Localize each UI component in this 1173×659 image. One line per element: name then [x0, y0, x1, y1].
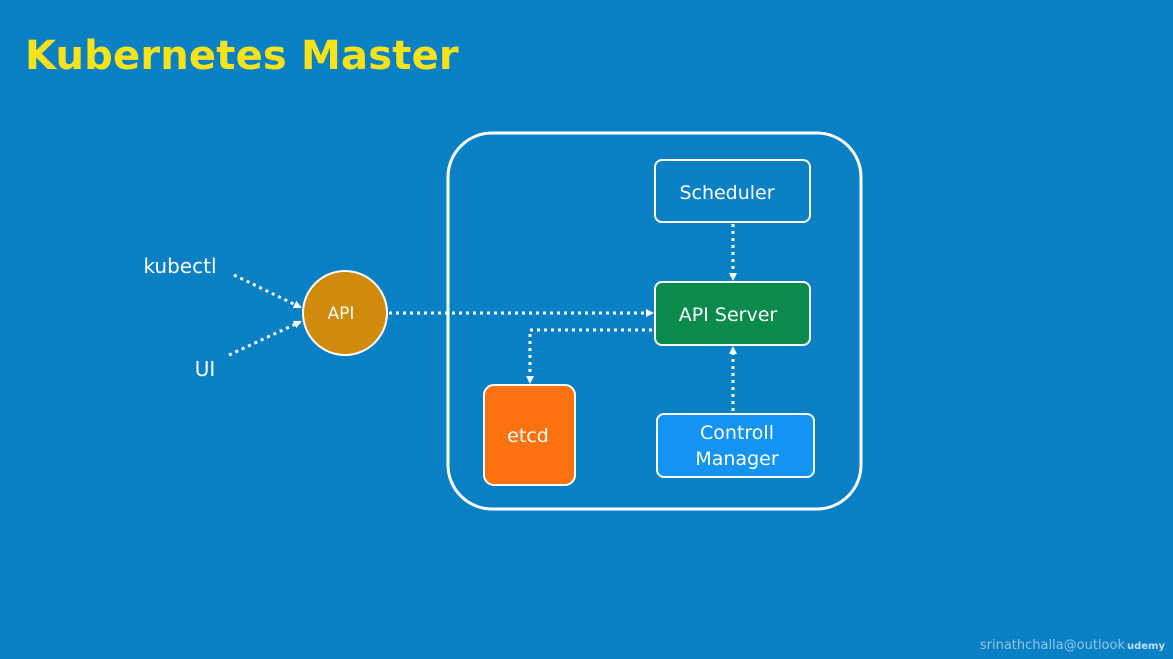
kubectl-to-api-arrow	[233, 273, 302, 309]
controller-manager-box: Controll Manager	[656, 413, 815, 478]
ui-label: UI	[195, 357, 216, 381]
slide-title: Kubernetes Master	[25, 33, 459, 79]
etcd-label: etcd	[507, 425, 549, 447]
api-server-box: API Server	[654, 281, 811, 346]
etcd-box: etcd	[483, 384, 576, 486]
udemy-logo: udemy	[1127, 641, 1165, 652]
controller-manager-label-line1: Controll	[700, 422, 774, 444]
api-node: API	[302, 270, 388, 356]
watermark-text: srinathchalla@outlook	[979, 638, 1125, 653]
api-server-to-etcd-arrow	[526, 328, 652, 384]
connectors	[228, 224, 737, 411]
api-server-label: API Server	[679, 304, 778, 326]
controller-manager-label-line2: Manager	[695, 448, 778, 470]
kubectl-label: kubectl	[143, 254, 216, 278]
scheduler-label: Scheduler	[679, 182, 774, 204]
api-node-label: API	[328, 304, 355, 324]
api-circle	[302, 270, 388, 356]
master-node-container	[446, 131, 863, 511]
scheduler-box: Scheduler	[654, 159, 811, 223]
ui-to-api-arrow	[228, 320, 302, 357]
